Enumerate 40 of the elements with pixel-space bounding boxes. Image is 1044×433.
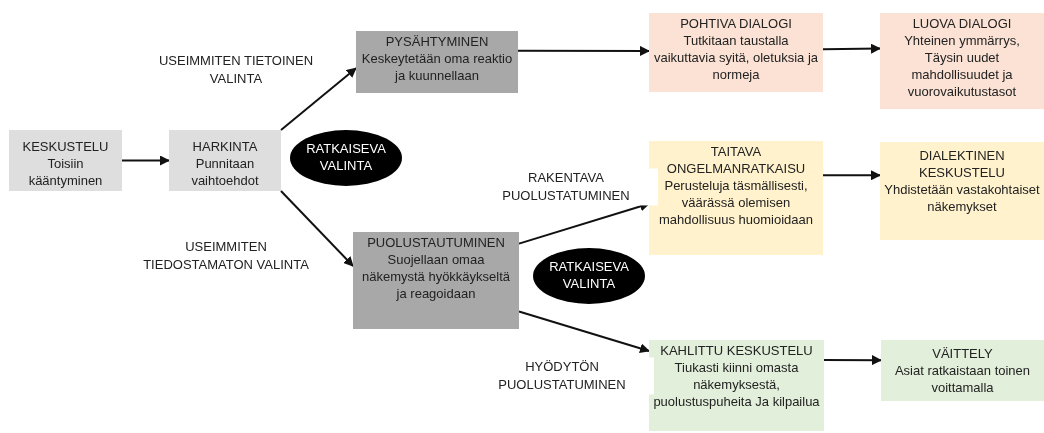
process-box bbox=[356, 31, 518, 93]
process-box bbox=[880, 13, 1044, 109]
box-text: RATKAISEVA VALINTA bbox=[548, 259, 630, 293]
arrow bbox=[280, 67, 357, 131]
box-heading: DIALEKTINEN KESKUSTELU bbox=[918, 148, 1006, 182]
box-text: Tutkitaan taustalla vaikuttavia syitä, oletuksia ja normeja bbox=[653, 32, 819, 84]
arrow bbox=[121, 155, 170, 166]
arrow bbox=[822, 170, 881, 181]
arrow bbox=[822, 43, 881, 54]
box-text: Punnitaan vaihtoehdot bbox=[190, 155, 260, 190]
box-text: Yhdistetään vastakohtaiset näkemykset bbox=[884, 181, 1040, 216]
box-heading: POHTIVA DIALOGI bbox=[680, 16, 792, 33]
arrow bbox=[823, 355, 882, 366]
box-heading: HARKINTA bbox=[192, 139, 258, 156]
process-box bbox=[880, 142, 1044, 240]
box-heading: LUOVA DIALOGI bbox=[912, 16, 1012, 33]
box-heading: PYSÄHTYMINEN bbox=[385, 34, 489, 51]
box-text: Perusteluja täsmällisesti, väärässä olemisen mahdollisuus huomioidaan bbox=[658, 177, 814, 229]
process-box bbox=[169, 130, 281, 191]
box-heading: VÄITTELY bbox=[932, 346, 993, 363]
box-heading: KAHLITTU KESKUSTELU bbox=[660, 343, 813, 360]
process-box bbox=[649, 13, 823, 92]
process-box bbox=[649, 340, 824, 431]
box-text: Keskeytetään oma reaktio ja kuunnellaan bbox=[360, 50, 514, 85]
box-text: Toisiin kääntyminen bbox=[27, 155, 104, 190]
box-text: Yhteinen ymmärrys, Täysin uudet mahdollisuudet ja vuorovaikutustasot bbox=[903, 32, 1021, 101]
arrow bbox=[280, 190, 354, 267]
process-box bbox=[353, 232, 519, 329]
arrow bbox=[517, 45, 650, 56]
box-heading: TAITAVA ONGELMANRATKAISU bbox=[665, 144, 807, 178]
process-box bbox=[9, 130, 122, 191]
box-text: Tiukasti kiinni omasta näkemyksestä, puolustuspuheita Ja kilpailua bbox=[653, 359, 820, 411]
box-heading: PUOLUSTAUTUMINEN bbox=[367, 235, 505, 252]
box-text: Suojellaan omaa näkemystä hyökkäykseltä ja reagoidaan bbox=[360, 251, 512, 303]
arrow bbox=[518, 310, 650, 354]
box-text: RATKAISEVA VALINTA bbox=[305, 141, 387, 175]
process-box bbox=[649, 141, 823, 255]
box-heading: KESKUSTELU bbox=[22, 139, 109, 156]
process-box bbox=[881, 340, 1044, 401]
box-text: Asiat ratkaistaan toinen voittamalla bbox=[893, 362, 1032, 397]
